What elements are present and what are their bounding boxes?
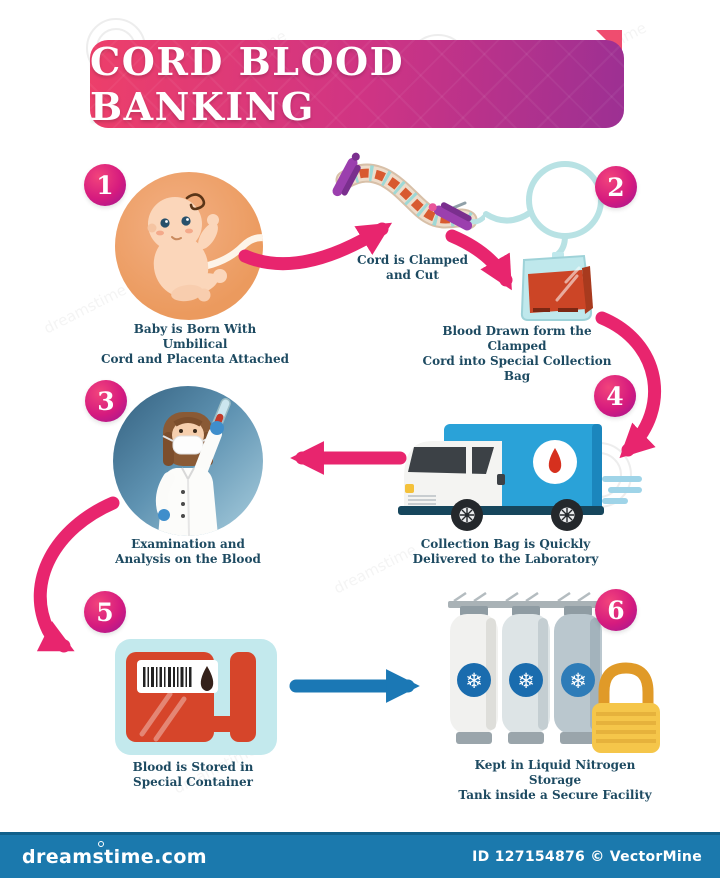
step-6-caption: Kept in Liquid Nitrogen Storage Tank ins… bbox=[458, 758, 652, 802]
nitrogen-tanks-illustration: ❄ ❄ ❄ bbox=[448, 592, 608, 744]
step-4-number: 4 bbox=[606, 381, 624, 411]
brand-trademark-dot bbox=[98, 841, 104, 847]
delivery-truck-illustration bbox=[398, 424, 642, 531]
brand-text: dreamstime.com bbox=[22, 846, 207, 868]
doctor-circle bbox=[113, 386, 263, 536]
blood-drop-icon bbox=[548, 448, 562, 473]
step-3-number: 3 bbox=[97, 386, 115, 416]
windshield bbox=[408, 447, 494, 474]
tank-2: ❄ bbox=[502, 606, 550, 744]
step-3-caption: Examination and Analysis on the Blood bbox=[115, 537, 261, 566]
face-mask-icon bbox=[172, 435, 204, 455]
step-1-caption: Baby is Born With Umbilical Cord and Pla… bbox=[100, 322, 290, 366]
step-4-caption: Collection Bag is Quickly Delivered to t… bbox=[412, 537, 599, 566]
speed-line bbox=[608, 487, 642, 493]
step-2-number: 2 bbox=[607, 172, 625, 202]
needle-icon bbox=[451, 201, 467, 210]
step-4-badge: 4 bbox=[594, 375, 636, 417]
clamped-cord-illustration bbox=[332, 152, 485, 231]
padlock-icon bbox=[592, 662, 660, 753]
barcode-icon bbox=[143, 667, 192, 687]
step-5-caption: Blood is Stored in Special Container bbox=[132, 760, 254, 789]
dark-drop-icon bbox=[200, 666, 214, 691]
cord-clamp-left-icon bbox=[332, 152, 361, 197]
snowflake-icon: ❄ bbox=[569, 669, 587, 693]
scientist-illustration bbox=[155, 398, 231, 536]
title-banner: CORD BLOOD BANKING bbox=[90, 39, 624, 129]
step-6-badge: 6 bbox=[595, 589, 637, 631]
headlight-icon bbox=[405, 484, 414, 493]
image-credit: ID 127154876 © VectorMine bbox=[472, 849, 702, 865]
step-1-badge: 1 bbox=[84, 164, 126, 206]
snowflake-icon: ❄ bbox=[517, 669, 535, 693]
page-title: CORD BLOOD BANKING bbox=[90, 39, 405, 129]
cord-clamp-right-icon bbox=[428, 202, 473, 231]
truck-wheel bbox=[451, 499, 483, 531]
storage-container-illustration bbox=[115, 639, 277, 755]
tank-3: ❄ bbox=[554, 606, 602, 744]
step-2-badge: 2 bbox=[595, 166, 637, 208]
speed-line bbox=[602, 498, 628, 504]
step-1-number: 1 bbox=[96, 170, 114, 200]
brand-logo: dreamstime.com bbox=[22, 841, 207, 868]
footer-bar: dreamstime.com ID 127154876 © VectorMine bbox=[0, 832, 720, 878]
truck-wheel bbox=[551, 499, 583, 531]
tank-1: ❄ bbox=[450, 606, 498, 744]
snowflake-icon: ❄ bbox=[465, 669, 483, 693]
baby-circle bbox=[115, 172, 263, 320]
step-2-caption: Blood Drawn form the Clamped Cord into S… bbox=[422, 324, 612, 383]
watermark-text: dreamstime bbox=[330, 540, 420, 598]
step-6-number: 6 bbox=[607, 595, 625, 625]
step-5-number: 5 bbox=[96, 597, 114, 627]
tube-loop-icon bbox=[526, 161, 604, 239]
step-3-badge: 3 bbox=[85, 380, 127, 422]
baby-hair-swirl bbox=[185, 193, 206, 211]
baby-illustration bbox=[147, 193, 263, 302]
cord-clamped-label: Cord is Clamped and Cut bbox=[357, 253, 468, 282]
collection-bag-illustration bbox=[483, 161, 604, 321]
glove-icon bbox=[210, 421, 224, 435]
step-5-badge: 5 bbox=[84, 591, 126, 633]
speed-line bbox=[602, 476, 642, 482]
